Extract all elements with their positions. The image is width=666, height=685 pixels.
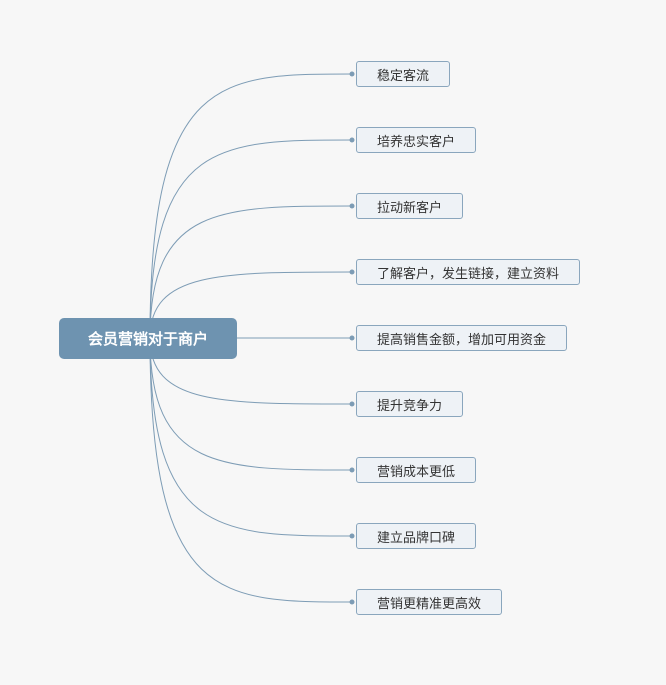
connector-dot-5 xyxy=(349,335,355,341)
branch-topic-label: 营销成本更低 xyxy=(377,464,456,480)
branch-topic-6[interactable]: 提升竞争力 xyxy=(356,391,464,417)
connector-dot-8 xyxy=(349,533,355,539)
branch-topic-4[interactable]: 了解客户，发生链接，建立资料 xyxy=(356,259,581,285)
connector-dot-4 xyxy=(349,269,355,275)
branch-topic-label: 了解客户，发生链接，建立资料 xyxy=(377,266,560,282)
connector-line-8 xyxy=(149,337,353,537)
branch-topic-5[interactable]: 提高销售金额，增加可用资金 xyxy=(356,325,568,351)
branch-topic-label: 提升竞争力 xyxy=(377,398,443,414)
connector-dot-7 xyxy=(349,467,355,473)
root-topic[interactable]: 会员营销对于商户 xyxy=(59,318,237,359)
branch-topic-2[interactable]: 培养忠实客户 xyxy=(356,127,477,153)
branch-topic-1[interactable]: 稳定客流 xyxy=(356,61,451,87)
root-topic-label: 会员营销对于商户 xyxy=(87,330,208,348)
connector-line-7 xyxy=(149,337,353,471)
branch-topic-7[interactable]: 营销成本更低 xyxy=(356,457,477,483)
branch-topic-label: 营销更精准更高效 xyxy=(377,596,482,612)
connector-dot-3 xyxy=(349,203,355,209)
connector-line-4 xyxy=(149,271,353,339)
connector-dot-2 xyxy=(349,137,355,143)
connector-dot-9 xyxy=(349,599,355,605)
branch-topic-9[interactable]: 营销更精准更高效 xyxy=(356,589,503,615)
connector-line-1 xyxy=(149,73,353,339)
connector-line-2 xyxy=(149,139,353,339)
connector-line-6 xyxy=(149,337,353,405)
branch-topic-label: 稳定客流 xyxy=(377,68,430,84)
branch-topic-label: 提高销售金额，增加可用资金 xyxy=(377,332,547,348)
branch-topic-8[interactable]: 建立品牌口碑 xyxy=(356,523,477,549)
branch-topic-label: 建立品牌口碑 xyxy=(377,530,456,546)
branch-topic-3[interactable]: 拉动新客户 xyxy=(356,193,464,219)
connector-dot-1 xyxy=(349,71,355,77)
connector-line-9 xyxy=(149,337,353,603)
connector-line-3 xyxy=(149,205,353,339)
branch-topic-label: 拉动新客户 xyxy=(377,200,443,216)
connector-dot-6 xyxy=(349,401,355,407)
branch-topic-label: 培养忠实客户 xyxy=(377,134,456,150)
